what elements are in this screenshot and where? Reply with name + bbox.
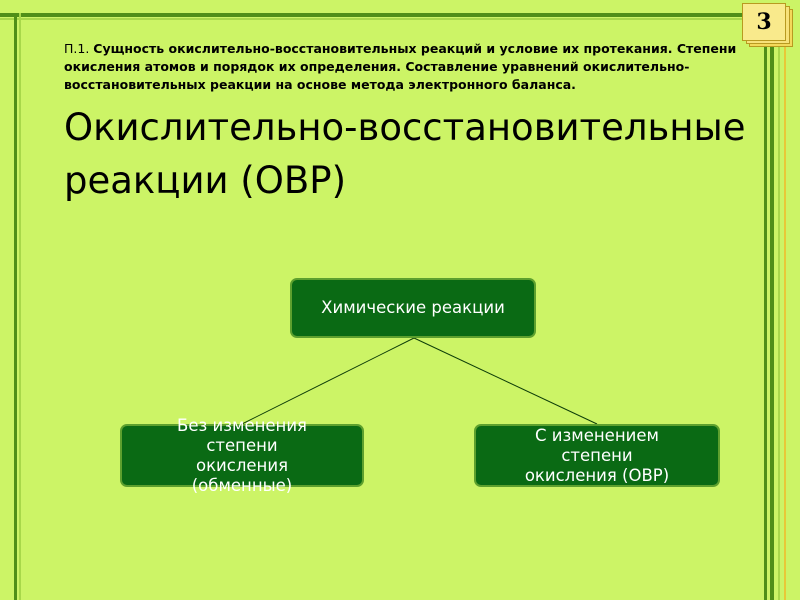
diagram-root-node: Химические реакции [290, 278, 536, 338]
frame-right-line-1 [764, 13, 767, 600]
frame-top-line [0, 13, 780, 17]
connector-root-to-right [413, 337, 598, 425]
frame-right-line-3 [778, 13, 780, 600]
slide-title: Окислительно-восстановительные реакции (… [64, 106, 746, 202]
child-node-label-redox: С изменением степени окисления (ОВР) [524, 425, 670, 485]
connector-root-to-left [241, 337, 415, 425]
subtitle-text: Сущность окислительно-восстановительных … [64, 41, 737, 92]
frame-right-line-2 [770, 13, 774, 600]
frame-left-line-accent [19, 13, 21, 600]
slide-subtitle: П.1. Сущность окислительно-восстановител… [64, 40, 764, 94]
subtitle-prefix: П.1. [64, 41, 94, 56]
page-number: 3 [756, 9, 772, 35]
frame-right-line-4 [784, 13, 786, 600]
page-number-badge: 3 [742, 3, 786, 41]
diagram-child-node-no-change: Без изменения степени окисления (обменны… [120, 416, 364, 495]
child-node-label-no-change: Без изменения степени окисления (обменны… [177, 415, 307, 495]
root-node-label: Химические реакции [321, 298, 505, 317]
diagram-child-node-redox: С изменением степени окисления (ОВР) [474, 424, 720, 487]
frame-top-line-accent [0, 18, 780, 20]
frame-left-line [14, 13, 17, 600]
